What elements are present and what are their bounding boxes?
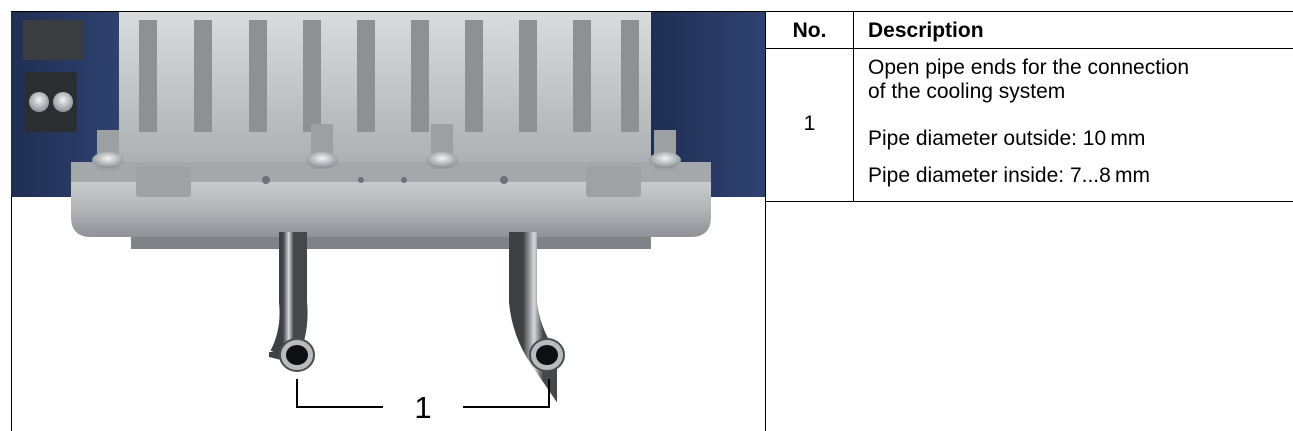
cooling-pipes-figure: 1 (11, 12, 765, 431)
terminal-screw-icon (29, 92, 49, 112)
pipe-fittings (92, 124, 681, 170)
mounting-plate (71, 182, 711, 237)
row-cell-description: Open pipe ends for the connection of the… (854, 49, 1293, 202)
row-number: 1 (803, 112, 816, 135)
plate-recess-left (136, 167, 191, 197)
header-cell-description: Description (854, 12, 1293, 49)
frame-left-line (11, 11, 12, 431)
pipe-right (509, 232, 557, 403)
header-no-label: No. (792, 19, 827, 42)
row-cell-no: 1 (765, 49, 854, 202)
header-description-label: Description (868, 19, 984, 42)
description-line-1: Open pipe ends for the connection (868, 56, 1190, 79)
table-row (765, 49, 1293, 202)
device-illustration: 1 (11, 12, 765, 425)
terminal-block (23, 20, 83, 60)
heat-sink-fins (139, 20, 639, 132)
plate-underside (131, 237, 651, 249)
description-table: No. Description 1 Open pipe ends for the… (765, 12, 1293, 431)
callout-label: 1 (414, 390, 431, 425)
frame-figure-divider (765, 11, 766, 431)
callout-bracket (296, 379, 550, 408)
table-header-row (765, 12, 1293, 49)
header-cell-no: No. (765, 12, 854, 49)
description-line-3: Pipe diameter outside: 10 mm (868, 127, 1146, 150)
description-line-2: of the cooling system (868, 80, 1066, 103)
terminal-screw-icon (53, 92, 73, 112)
description-line-4: Pipe diameter inside: 7...8 mm (868, 164, 1150, 187)
plate-recess-right (586, 167, 641, 197)
pipe-ends (279, 338, 565, 372)
frame-top-line (11, 11, 1293, 12)
pipe-left (269, 232, 308, 364)
plate-holes (262, 176, 508, 184)
terminal-screws-housing (25, 72, 77, 132)
